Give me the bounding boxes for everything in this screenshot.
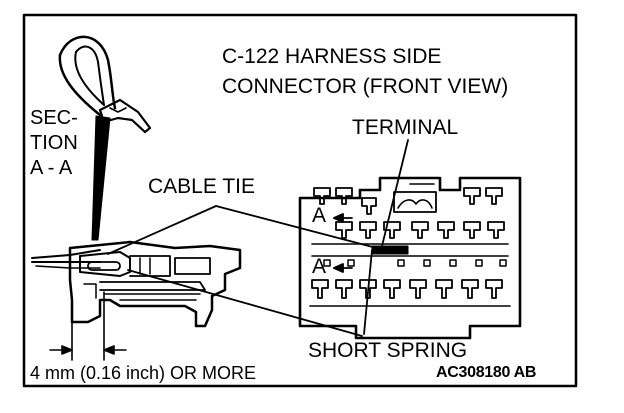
connector-cross-section <box>31 240 242 328</box>
terminal-label: TERMINAL <box>352 116 459 139</box>
section-arrows <box>333 213 353 273</box>
short-spring-label: SHORT SPRING <box>308 339 468 362</box>
connector-front-view <box>298 176 522 340</box>
figure-code: AC308180 AB <box>436 364 537 381</box>
figure-frame <box>22 13 578 388</box>
section-label-line2: TION <box>30 132 78 154</box>
section-label-line3: A - A <box>30 157 73 179</box>
connector-title-line1: C-122 HARNESS SIDE <box>222 45 442 68</box>
cable-tie-label: CABLE TIE <box>148 175 255 198</box>
section-leader-wedge <box>91 115 111 241</box>
section-marker-top: A <box>312 204 327 227</box>
dimension-marker <box>49 291 127 361</box>
connector-title-line2: CONNECTOR (FRONT VIEW) <box>222 75 509 98</box>
leader-lines <box>107 139 409 337</box>
section-marker-bottom: A <box>312 255 327 278</box>
section-label-line1: SEC- <box>30 107 78 129</box>
dimension-label: 4 mm (0.16 inch) OR MORE <box>30 363 257 383</box>
